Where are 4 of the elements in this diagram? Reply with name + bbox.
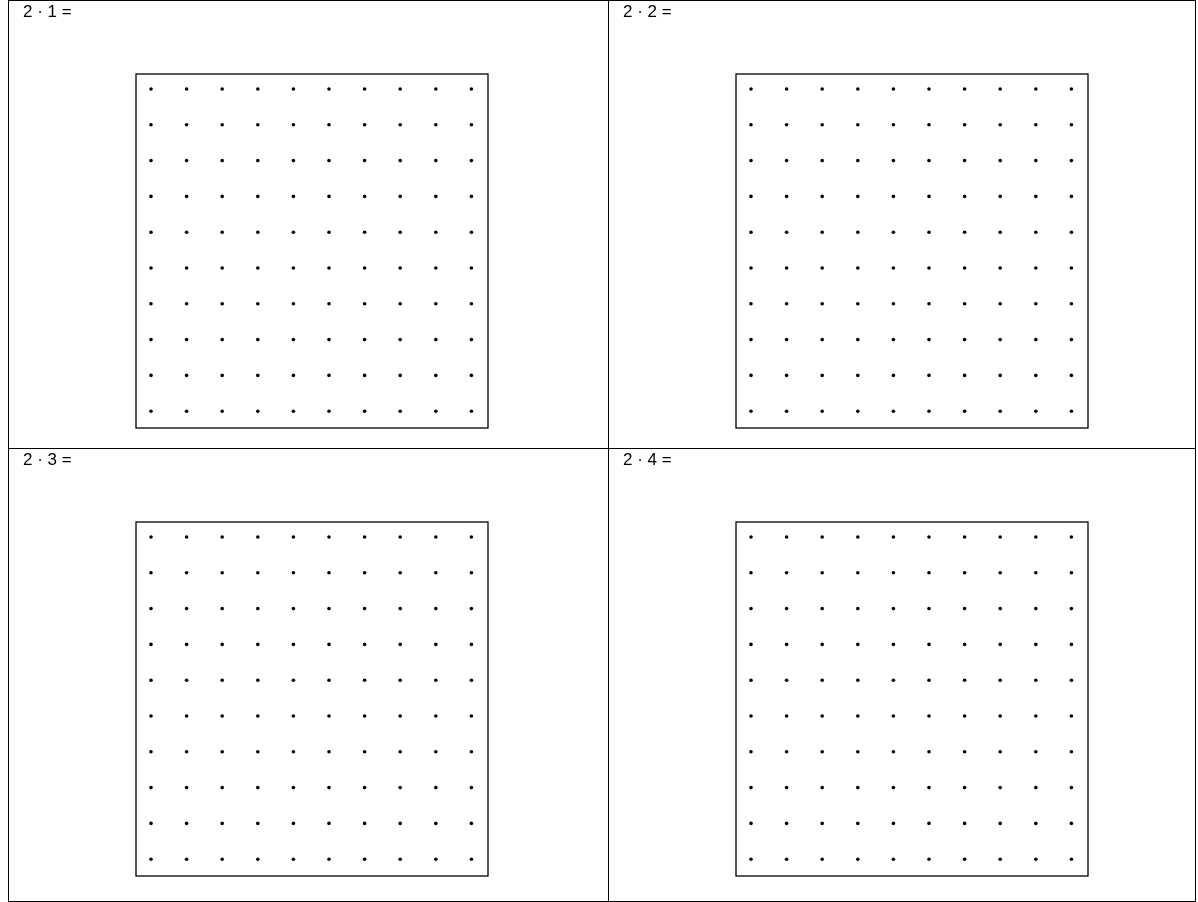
equation-text: 2 · 3 = (23, 450, 72, 470)
equation-text: 2 · 2 = (623, 2, 672, 22)
equation-text: 2 · 1 = (23, 2, 72, 22)
equation-text: 2 · 4 = (623, 450, 672, 470)
